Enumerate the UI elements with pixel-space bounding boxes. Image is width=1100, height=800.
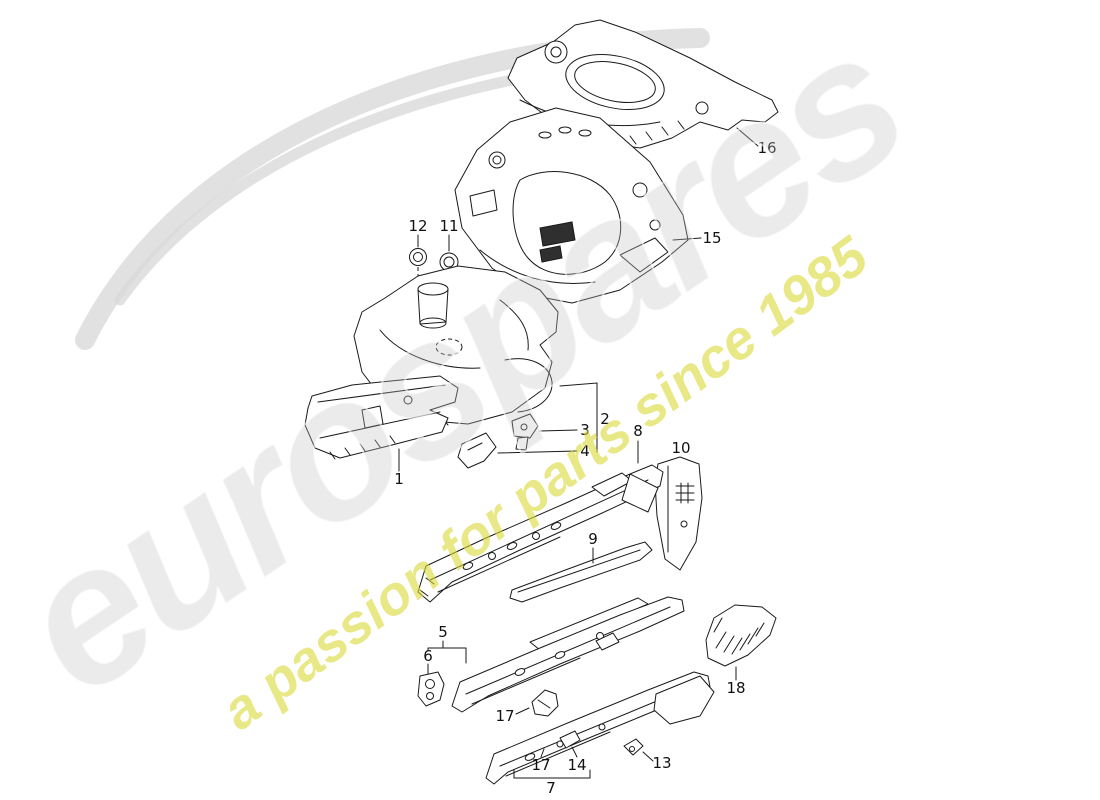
part-17-upper-shape (531, 689, 559, 717)
leader-2-bracket (559, 382, 598, 453)
watermark-brand: eurospares (0, 0, 940, 738)
part-6-shape (417, 671, 445, 707)
leader-7-bracket (513, 769, 591, 779)
part-label-8: 8 (633, 422, 643, 440)
part-label-5: 5 (438, 623, 448, 641)
leader-17-lower (540, 748, 545, 758)
part-label-14: 14 (567, 756, 586, 774)
part-9-shape (509, 541, 653, 603)
part-label-4: 4 (580, 442, 590, 460)
callout-leaders (398, 127, 759, 779)
part-label-10: 10 (671, 439, 690, 457)
part-label-17-upper: 17 (495, 707, 514, 725)
part-label-7: 7 (546, 779, 556, 797)
part-7-shape (485, 671, 715, 785)
leader-3 (539, 429, 578, 432)
part-label-13: 13 (652, 754, 671, 772)
part-label-18: 18 (726, 679, 745, 697)
part-label-2: 2 (600, 410, 610, 428)
leader-17-upper (515, 707, 530, 715)
leader-13 (642, 751, 654, 762)
callout-labels: 12 11 16 15 2 3 4 1 8 10 9 5 6 18 17 17 … (394, 139, 776, 797)
leader-14 (571, 746, 578, 758)
leader-16 (736, 127, 759, 147)
part-label-9: 9 (588, 530, 598, 548)
part-1-shape (304, 375, 459, 460)
part-label-16: 16 (757, 139, 776, 157)
part-label-17-lower: 17 (531, 756, 550, 774)
part-4-bracket (457, 432, 497, 469)
part-3-bracket (511, 413, 539, 451)
part-5-shape (451, 596, 685, 713)
part-label-12: 12 (408, 217, 427, 235)
watermark-text: eurospares a passion for parts since 198… (0, 0, 940, 742)
part-12-seal (409, 248, 427, 266)
leader-4 (497, 450, 578, 454)
leader-5-bracket (427, 640, 467, 664)
part-14-clip (559, 730, 581, 749)
part-15-shape (454, 107, 689, 304)
part-label-11: 11 (439, 217, 458, 235)
part-label-6: 6 (423, 647, 433, 665)
part-label-15: 15 (702, 229, 721, 247)
part-10-shape (654, 456, 703, 571)
leader-15 (672, 237, 702, 241)
part-18-shape (705, 604, 777, 667)
part-label-3: 3 (580, 421, 590, 439)
part-8-shape (417, 464, 664, 603)
part-label-1: 1 (394, 470, 404, 488)
